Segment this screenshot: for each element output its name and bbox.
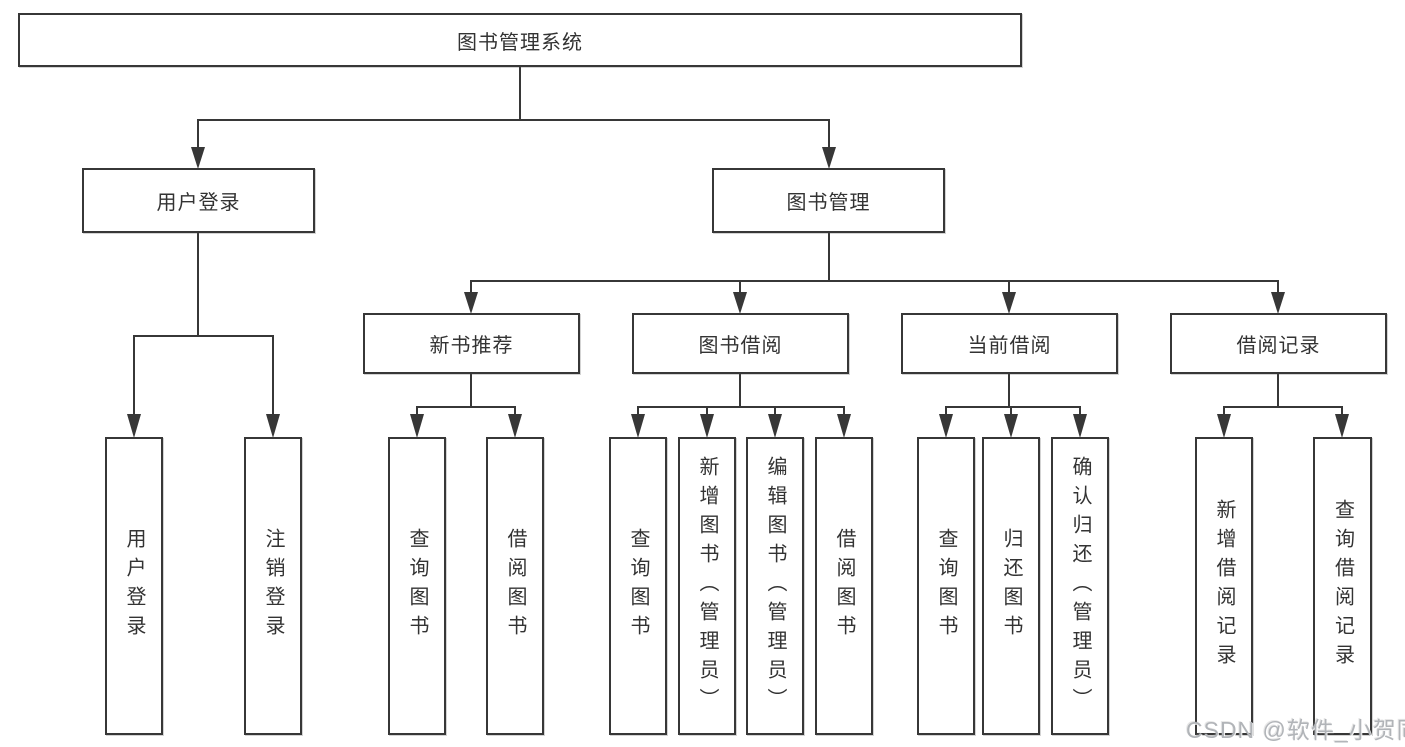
node-root-system: 图书管理系统 xyxy=(18,13,1022,67)
arrowhead xyxy=(837,414,851,438)
node-leaf-borrow-books-borrowing-label: 借阅图书 xyxy=(833,528,855,644)
node-book-borrowing: 图书借阅 xyxy=(632,313,849,374)
node-leaf-query-books-borrowing: 查询图书 xyxy=(609,437,667,735)
node-new-book-recommend: 新书推荐 xyxy=(363,313,580,374)
node-book-borrowing-label: 图书借阅 xyxy=(698,335,783,357)
csdn-watermark: CSDN @软件_小贺同学 xyxy=(1186,717,1405,743)
node-book-management-label: 图书管理 xyxy=(786,192,871,214)
node-leaf-confirm-return-admin-label: 确认归还（管理员） xyxy=(1069,455,1091,717)
node-leaf-borrow-books-recommend-label: 借阅图书 xyxy=(504,528,526,644)
node-leaf-confirm-return-admin: 确认归还（管理员） xyxy=(1051,437,1109,735)
node-leaf-add-borrow-record: 新增借阅记录 xyxy=(1195,437,1253,735)
arrowhead xyxy=(191,147,205,169)
node-leaf-return-books: 归还图书 xyxy=(982,437,1040,735)
node-borrowing-records: 借阅记录 xyxy=(1170,313,1387,374)
arrowhead xyxy=(410,414,424,438)
arrowhead xyxy=(464,292,478,314)
node-user-login-label: 用户登录 xyxy=(156,192,241,214)
node-leaf-query-books-recommend-label: 查询图书 xyxy=(406,528,428,644)
arrowhead xyxy=(700,414,714,438)
node-borrowing-records-label: 借阅记录 xyxy=(1236,335,1321,357)
arrowhead xyxy=(508,414,522,438)
arrowhead xyxy=(1073,414,1087,438)
node-book-management: 图书管理 xyxy=(712,168,945,233)
arrowhead xyxy=(822,147,836,169)
arrowhead xyxy=(1271,292,1285,314)
node-leaf-query-books-borrowing-label: 查询图书 xyxy=(627,528,649,644)
arrowhead xyxy=(939,414,953,438)
node-new-book-recommend-label: 新书推荐 xyxy=(429,335,514,357)
arrowhead xyxy=(127,414,141,438)
node-leaf-query-borrow-record-label: 查询借阅记录 xyxy=(1331,499,1354,673)
node-current-borrowing-label: 当前借阅 xyxy=(967,335,1052,357)
arrowhead xyxy=(1002,292,1016,314)
node-user-login: 用户登录 xyxy=(82,168,315,233)
node-leaf-edit-books-admin-label: 编辑图书（管理员） xyxy=(764,455,786,717)
node-leaf-add-books-admin-label: 新增图书（管理员） xyxy=(696,455,718,717)
node-leaf-edit-books-admin: 编辑图书（管理员） xyxy=(746,437,804,735)
node-leaf-return-books-label: 归还图书 xyxy=(1000,528,1022,644)
arrowhead xyxy=(631,414,645,438)
arrowhead xyxy=(768,414,782,438)
node-leaf-query-borrow-record: 查询借阅记录 xyxy=(1313,437,1372,735)
arrowhead xyxy=(1004,414,1018,438)
node-current-borrowing: 当前借阅 xyxy=(901,313,1118,374)
arrowhead xyxy=(266,414,280,438)
node-leaf-logout: 注销登录 xyxy=(244,437,302,735)
arrowheads xyxy=(127,147,1349,438)
node-leaf-user-login-label: 用户登录 xyxy=(123,528,145,644)
node-leaf-add-borrow-record-label: 新增借阅记录 xyxy=(1213,499,1235,673)
node-leaf-logout-label: 注销登录 xyxy=(262,528,284,644)
node-leaf-query-books-recommend: 查询图书 xyxy=(388,437,446,735)
node-leaf-borrow-books-recommend: 借阅图书 xyxy=(486,437,544,735)
arrowhead xyxy=(1217,414,1231,438)
node-leaf-query-books-current-label: 查询图书 xyxy=(935,528,957,644)
node-leaf-borrow-books-borrowing: 借阅图书 xyxy=(815,437,873,735)
node-leaf-add-books-admin: 新增图书（管理员） xyxy=(678,437,736,735)
node-leaf-user-login: 用户登录 xyxy=(105,437,163,735)
arrowhead xyxy=(733,292,747,314)
node-leaf-query-books-current: 查询图书 xyxy=(917,437,975,735)
arrowhead xyxy=(1335,414,1349,438)
node-root-label: 图书管理系统 xyxy=(457,31,583,54)
